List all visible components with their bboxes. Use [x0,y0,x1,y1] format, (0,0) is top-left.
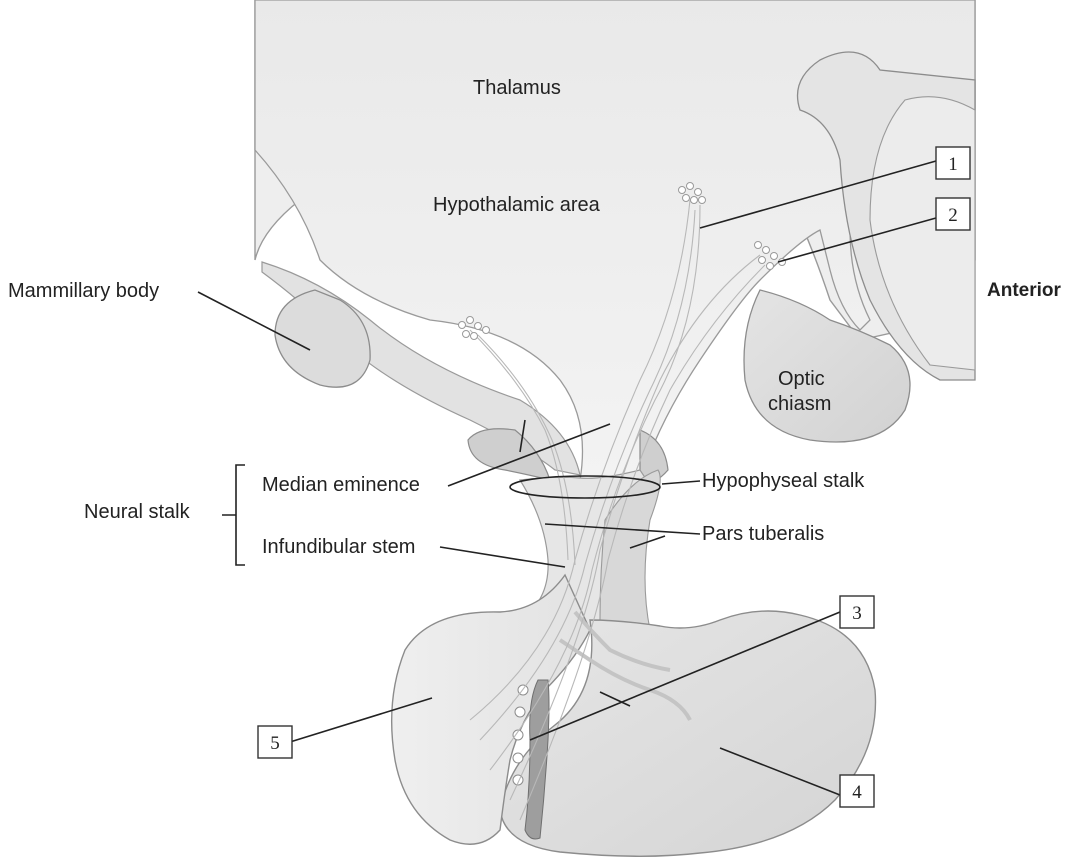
label-optic: Optic [778,368,825,390]
label-pars-tuberalis: Pars tuberalis [702,523,824,545]
neural-stalk-bracket [222,465,245,565]
label-hypothalamic-area: Hypothalamic area [433,194,601,216]
callout-4-text: 4 [852,782,862,803]
callout-3-text: 3 [852,603,862,624]
label-median-eminence: Median eminence [262,474,420,496]
callout-5-text: 5 [270,733,280,754]
label-chiasm: chiasm [768,393,831,415]
leader-infundibular-stem [440,547,565,567]
label-anterior: Anterior [987,280,1062,301]
leader-hypophyseal-stalk [662,481,700,484]
label-mammillary-body: Mammillary body [8,280,159,302]
label-neural-stalk: Neural stalk [84,501,191,523]
label-thalamus: Thalamus [473,77,561,99]
callout-1-text: 1 [948,154,958,175]
label-hypophyseal-stalk: Hypophyseal stalk [702,470,865,492]
label-infundibular-stem: Infundibular stem [262,536,415,558]
callout-2-text: 2 [948,205,958,226]
